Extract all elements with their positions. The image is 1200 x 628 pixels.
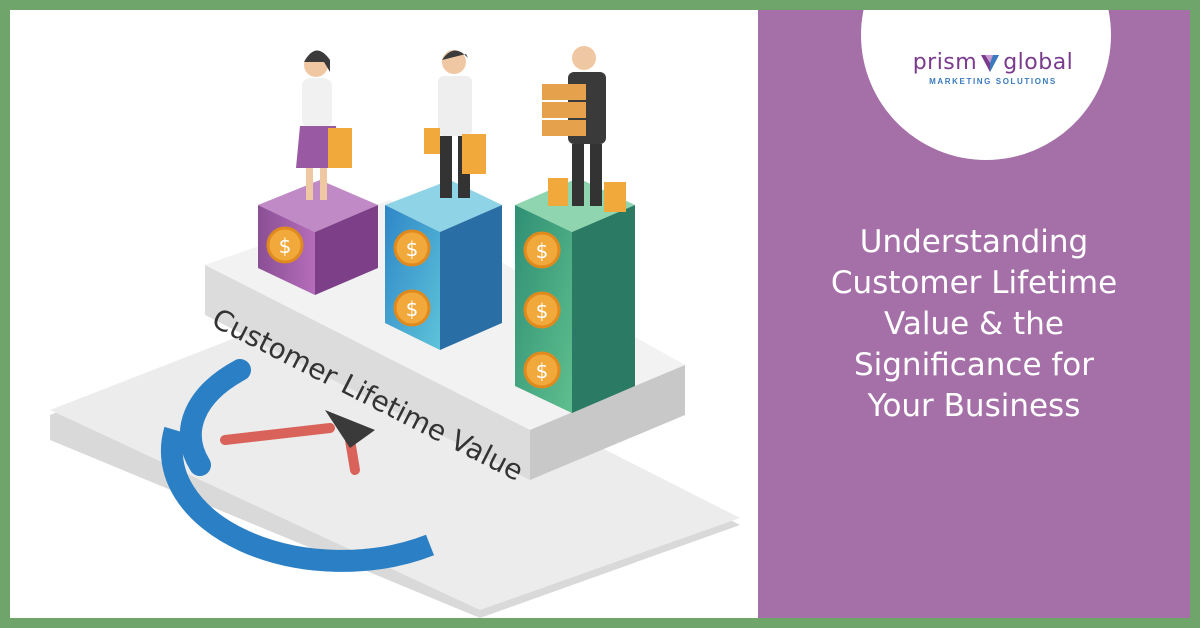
prism-triangle-icon bbox=[981, 54, 1000, 72]
clv-illustration: Customer Lifetime Value $ $ $ $ bbox=[50, 46, 740, 618]
headline-panel: prism global MARKETING SOLUTIONS Underst… bbox=[758, 10, 1190, 618]
coin-dollar-icon: $ bbox=[536, 359, 549, 383]
gauge bbox=[160, 359, 435, 572]
pillar-purple: $ bbox=[258, 180, 378, 295]
man-figure bbox=[424, 50, 486, 198]
coin-dollar-icon: $ bbox=[406, 237, 419, 261]
brand-name-part2: global bbox=[1003, 50, 1074, 75]
pillar-blue: $ $ bbox=[385, 180, 502, 350]
pillar-green: $ $ $ bbox=[515, 178, 635, 413]
banner-frame: Customer Lifetime Value $ $ $ $ bbox=[10, 10, 1190, 618]
brand-wordmark: prism global bbox=[893, 50, 1093, 75]
coin-dollar-icon: $ bbox=[536, 239, 549, 263]
brand-name-part1: prism bbox=[912, 50, 978, 75]
gauge-needle bbox=[220, 423, 335, 445]
woman-figure bbox=[296, 50, 352, 200]
page-title: Understanding Customer Lifetime Value & … bbox=[830, 224, 1118, 424]
businessman-figure bbox=[542, 46, 626, 212]
coin-dollar-icon: $ bbox=[536, 299, 549, 323]
brand-logo[interactable]: prism global MARKETING SOLUTIONS bbox=[893, 50, 1093, 110]
coin-dollar-icon: $ bbox=[279, 234, 292, 258]
coin-dollar-icon: $ bbox=[406, 297, 419, 321]
brand-tagline: MARKETING SOLUTIONS bbox=[929, 77, 1057, 86]
